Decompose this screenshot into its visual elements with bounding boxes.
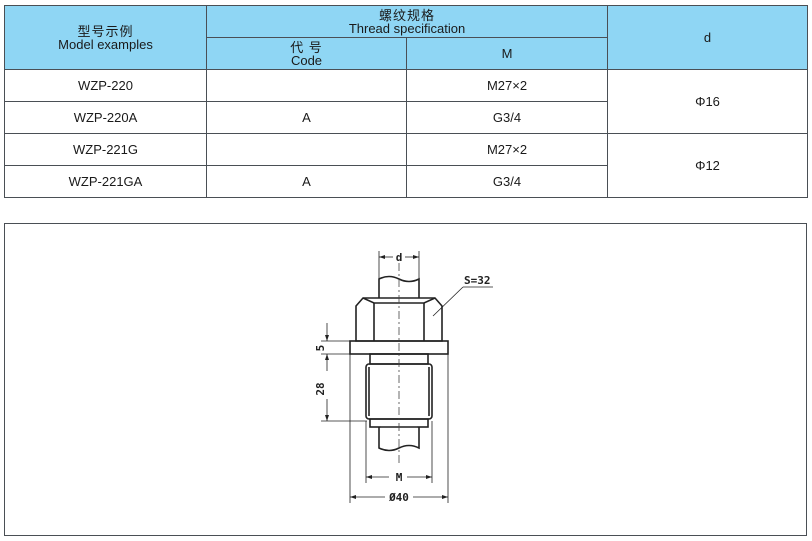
cell-d: Φ16 [607, 69, 808, 134]
cell-model: WZP-221GA [4, 165, 207, 198]
header-code-en: Code [290, 52, 323, 68]
cell-m: M27×2 [406, 133, 608, 166]
header-m: M [406, 37, 608, 70]
cell-code: A [206, 101, 407, 134]
cell-m: M27×2 [406, 69, 608, 102]
cell-d: Φ12 [607, 133, 808, 198]
dim-m-label: M [396, 471, 403, 484]
header-d: d [607, 5, 808, 70]
cell-model: WZP-221G [4, 133, 207, 166]
cell-m: G3/4 [406, 165, 608, 198]
table-row: WZP-221GA A G3/4 [4, 165, 808, 198]
cell-code [206, 69, 407, 102]
cell-model: WZP-220A [4, 101, 207, 134]
thread-spec-table: 型号示例 Model examples 螺纹规格 Thread specific… [4, 5, 808, 198]
header-thread-zh: 螺纹规格 [378, 7, 435, 23]
table-row: WZP-220 M27×2 Φ16 [4, 69, 808, 134]
dim-5-label: 5 [314, 345, 327, 352]
cell-m: G3/4 [406, 101, 608, 134]
cell-model: WZP-220 [4, 69, 207, 102]
header-code-zh: 代 号 [290, 39, 323, 55]
header-thread-en: Thread specification [348, 20, 466, 36]
technical-drawing-panel: d S=32 5 28 M Ø40 [4, 223, 807, 536]
header-thread-spec: 螺纹规格 Thread specification [206, 5, 608, 38]
header-model-examples: 型号示例 Model examples [4, 5, 207, 70]
cell-code [206, 133, 407, 166]
header-model-en: Model examples [58, 36, 153, 52]
dim-s-label: S=32 [464, 274, 491, 287]
fitting-drawing: d S=32 5 28 M Ø40 [314, 251, 493, 504]
dim-d-label: d [396, 251, 403, 264]
dim-28-label: 28 [314, 382, 327, 395]
header-code: 代 号 Code [206, 37, 407, 70]
cell-code: A [206, 165, 407, 198]
table-row: WZP-220A A G3/4 [4, 101, 808, 134]
dim-diameter-label: Ø40 [388, 491, 409, 504]
table-row: WZP-221G M27×2 Φ12 [4, 133, 808, 198]
header-model-zh: 型号示例 [77, 23, 134, 39]
